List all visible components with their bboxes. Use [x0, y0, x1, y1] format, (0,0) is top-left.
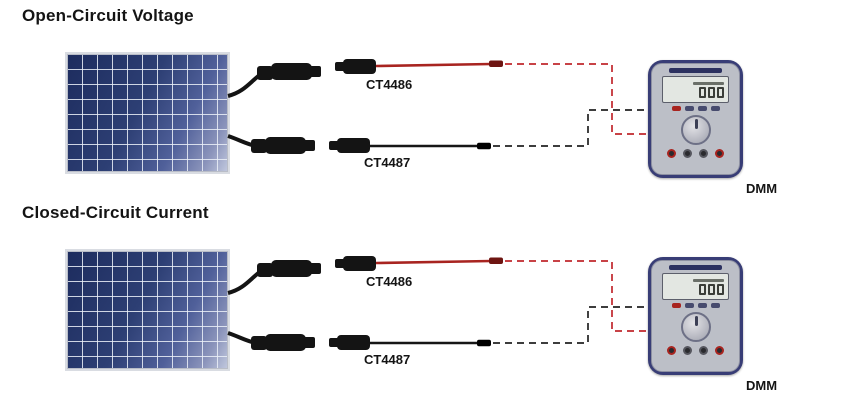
red-lead-label: CT4486: [366, 274, 413, 289]
red-lead-label: CT4486: [366, 77, 413, 92]
dmm-button-row: [671, 106, 720, 111]
dmm-jack: [667, 346, 676, 355]
dmm-rotary-dial: [680, 115, 711, 145]
dmm-button: [684, 303, 694, 308]
dmm-button: [697, 106, 707, 111]
dmm-brand-strip: [669, 68, 722, 73]
dmm-button: [671, 106, 681, 111]
dmm-dial-pointer: [694, 119, 698, 129]
dmm-button: [710, 106, 720, 111]
section-open-circuit-voltage: Open-Circuit Voltage CT4486 CT4487: [0, 0, 846, 200]
dmm-label: DMM: [746, 378, 778, 393]
dmm-jack: [683, 149, 692, 158]
dmm-button: [671, 303, 681, 308]
dmm-rotary-dial: [680, 312, 711, 342]
dmm-button: [697, 303, 707, 308]
dmm-display-secondary-line: [692, 278, 725, 282]
solar-panel: [65, 249, 230, 371]
dmm-display-digits: [699, 86, 725, 98]
solar-panel: [65, 52, 230, 174]
dmm-jack: [699, 149, 708, 158]
dmm-label: DMM: [746, 181, 778, 196]
dmm-brand-strip: [669, 265, 722, 270]
black-lead-label: CT4487: [364, 352, 411, 367]
dmm-jack: [715, 149, 724, 158]
dmm-button: [710, 303, 720, 308]
dmm-input-jacks: [667, 346, 724, 355]
dmm-display: [661, 273, 730, 300]
dmm-button-row: [671, 303, 720, 308]
dmm-jack: [699, 346, 708, 355]
section-title: Closed-Circuit Current: [22, 203, 209, 222]
dmm-device: [648, 257, 743, 375]
dmm-button: [684, 106, 694, 111]
dmm-display: [661, 76, 730, 103]
dmm-display-digits: [699, 283, 725, 295]
dmm-jack: [715, 346, 724, 355]
dmm-body: [651, 63, 740, 175]
dmm-dial-pointer: [694, 316, 698, 326]
section-title: Open-Circuit Voltage: [22, 6, 194, 25]
dmm-display-secondary-line: [692, 81, 725, 85]
dmm-body: [651, 260, 740, 372]
section-closed-circuit-current: Closed-Circuit Current CT4486 CT4487: [0, 197, 846, 397]
dmm-jack: [667, 149, 676, 158]
black-lead-label: CT4487: [364, 155, 411, 170]
dmm-jack: [683, 346, 692, 355]
dmm-device: [648, 60, 743, 178]
dmm-input-jacks: [667, 149, 724, 158]
